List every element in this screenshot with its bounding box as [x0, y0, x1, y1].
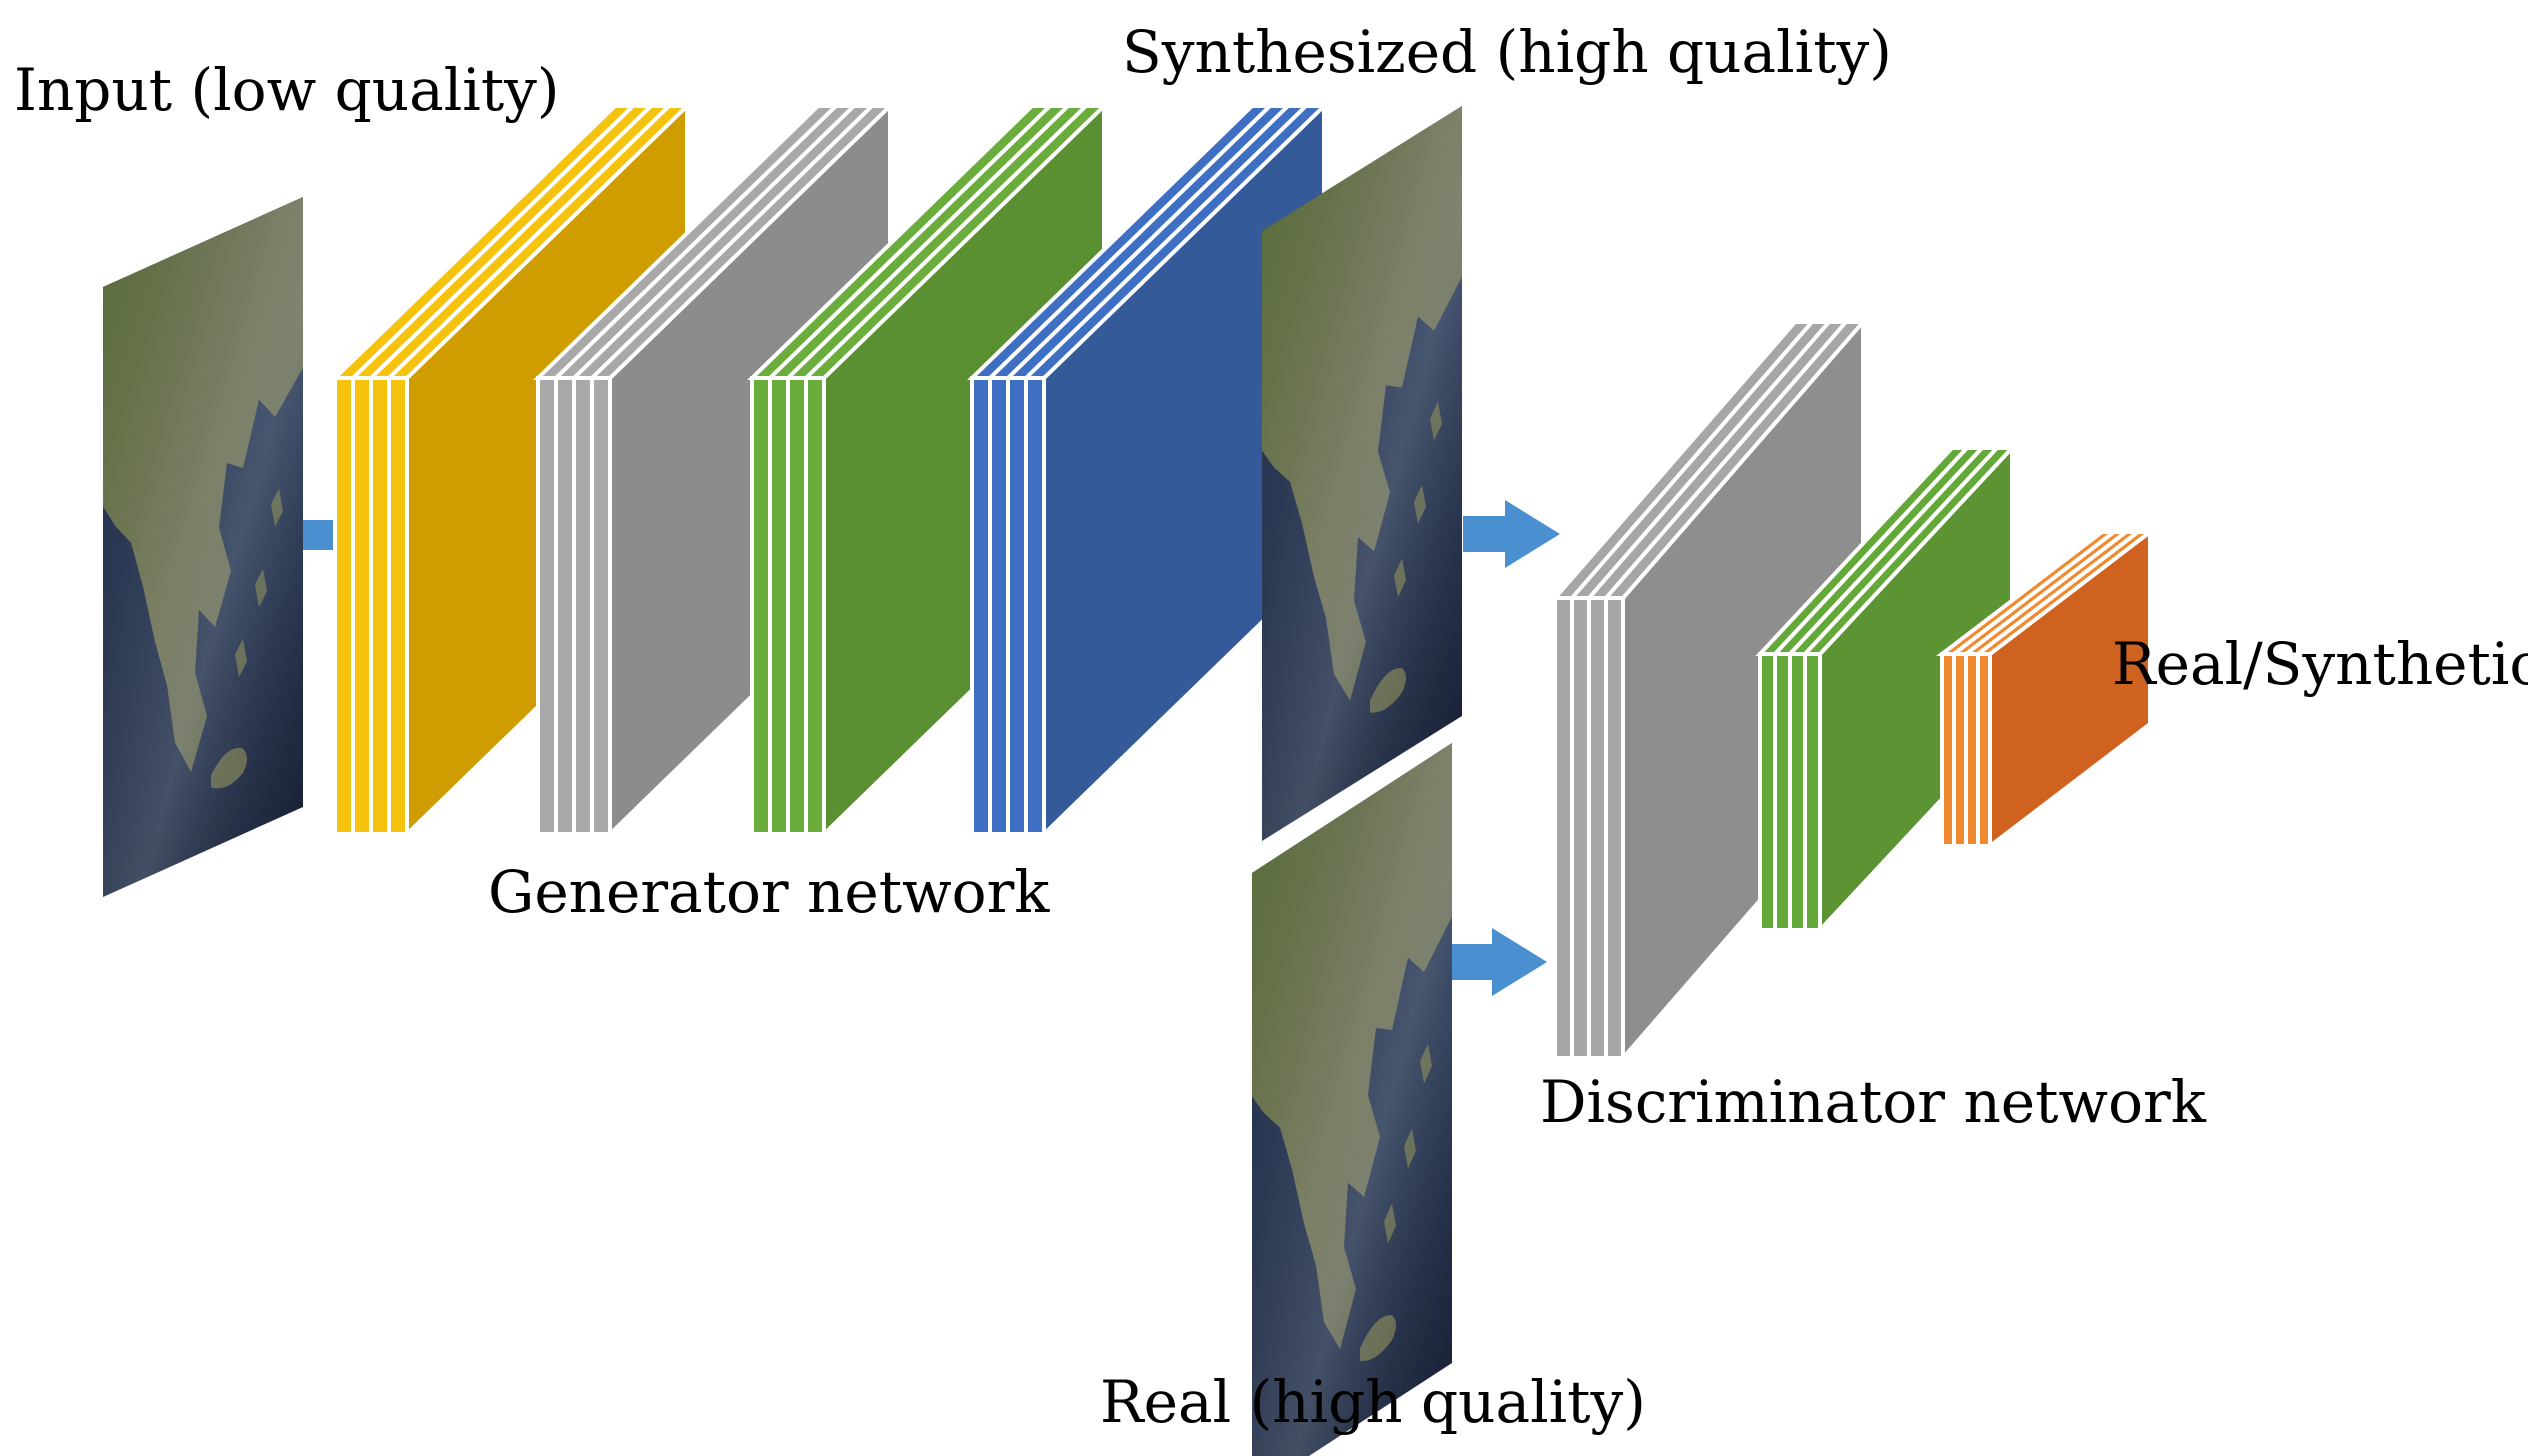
satellite-image-real [1252, 743, 1452, 1456]
disc-gray-layer-slab-front [1587, 596, 1608, 1060]
arrow-right-icon [1450, 928, 1547, 996]
blue-layer-slab-front [988, 376, 1010, 836]
green-layer-slab-front [768, 376, 790, 836]
gray-layer-slab-front [572, 376, 594, 836]
satellite-image-input [103, 197, 303, 897]
gray-layer-slab-front [554, 376, 576, 836]
blue-layer-slab-front [970, 376, 992, 836]
disc-orange-layer-slab-front [1976, 652, 1992, 848]
generator-label: Generator network [488, 858, 1050, 926]
discriminator-label: Discriminator network [1540, 1068, 2207, 1136]
green-layer-slab-front [750, 376, 772, 836]
discriminator-layer-stack [1550, 316, 2156, 1064]
disc-gray-layer-slab-front [1604, 596, 1625, 1060]
disc-gray-layer-slab-front [1553, 596, 1574, 1060]
disc-green-layer-slab-front [1788, 652, 1807, 932]
yellow-layer-slab-front [369, 376, 391, 836]
gray-layer-slab-front [536, 376, 558, 836]
yellow-layer-slab-front [351, 376, 373, 836]
green-layer-slab-front [786, 376, 808, 836]
disc-gray-layer-slab-front [1570, 596, 1591, 1060]
green-layer-slab-front [804, 376, 826, 836]
blue-layer-slab-front [1024, 376, 1046, 836]
disc-green-layer-slab-front [1758, 652, 1777, 932]
disc-green-layer-slab-front [1773, 652, 1792, 932]
disc-green-layer-slab-front [1803, 652, 1822, 932]
yellow-layer-slab-front [333, 376, 355, 836]
blue-layer-slab-front [1006, 376, 1028, 836]
input-label: Input (low quality) [14, 56, 560, 124]
gray-layer-slab-front [590, 376, 612, 836]
arrow-right-icon [1463, 500, 1560, 568]
output-label: Real/Synthetic [2112, 630, 2528, 698]
satellite-image-synthesized [1262, 106, 1462, 841]
yellow-layer-slab-front [387, 376, 409, 836]
real-label: Real (high quality) [1100, 1368, 1646, 1436]
generator-layer-stack [330, 101, 1329, 839]
synthesized-label: Synthesized (high quality) [1122, 18, 1892, 86]
